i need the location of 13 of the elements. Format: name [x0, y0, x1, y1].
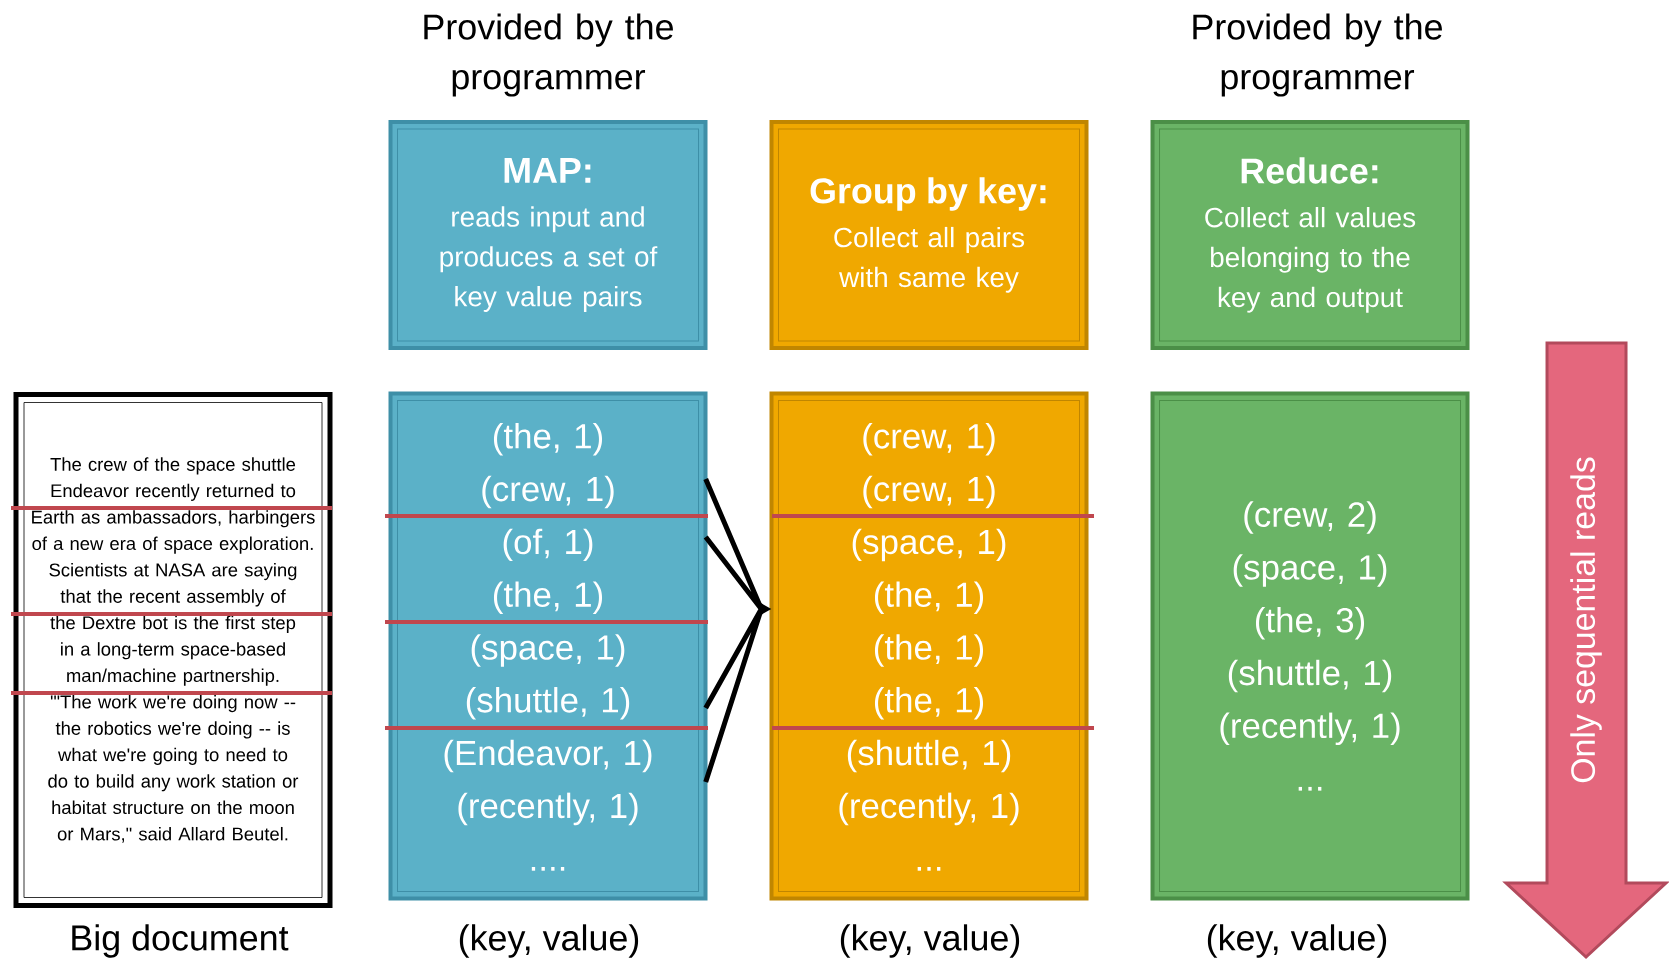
caption-text: Provided by the programmer — [1193, 13, 1442, 97]
map-box: MAP: reads input and produces a set of key value pairs — [388, 120, 708, 350]
caption-text: Provided by the programmer — [424, 13, 673, 97]
caption-text: Big document — [72, 924, 289, 958]
caption-text: (key, value) — [1207, 924, 1387, 958]
group-box: Group by key: Collect all pairs with same key — [769, 120, 1089, 350]
caption-text: (key, value) — [840, 924, 1020, 958]
reduce-box: Reduce: Collect all values belonging to the key and output — [1150, 120, 1470, 350]
caption-text: (key, value) — [459, 924, 639, 958]
pairs-box: (the, 1) (crew, 1) (of, 1) (the, 1) (space, 1) (shuttle, 1) (Endeavor, 1) (recently, 1) .... — [388, 391, 708, 901]
pairs-box: (crew, 1) (crew, 1) (space, 1) (the, 1) (the, 1) (the, 1) (shuttle, 1) (recently, 1) ... — [769, 391, 1089, 901]
pairs-box: (crew, 2) (space, 1) (the, 3) (shuttle, 1) (recently, 1) ... — [1150, 391, 1470, 901]
document-box: The crew of the space shuttle Endeavor recently returned to Earth as ambassadors, harbingers of a new era of space exploration. Scientists at NASA are saying that the recent assembly of the Dextre bot is the first step in a long-term space-based man/machine partnership. '"The work we're doing now -- the robotics we're doing -- is what we're going to need to do to build any work station or habitat structure on the moon or Mars," said Allard Beutel. — [13, 392, 333, 908]
